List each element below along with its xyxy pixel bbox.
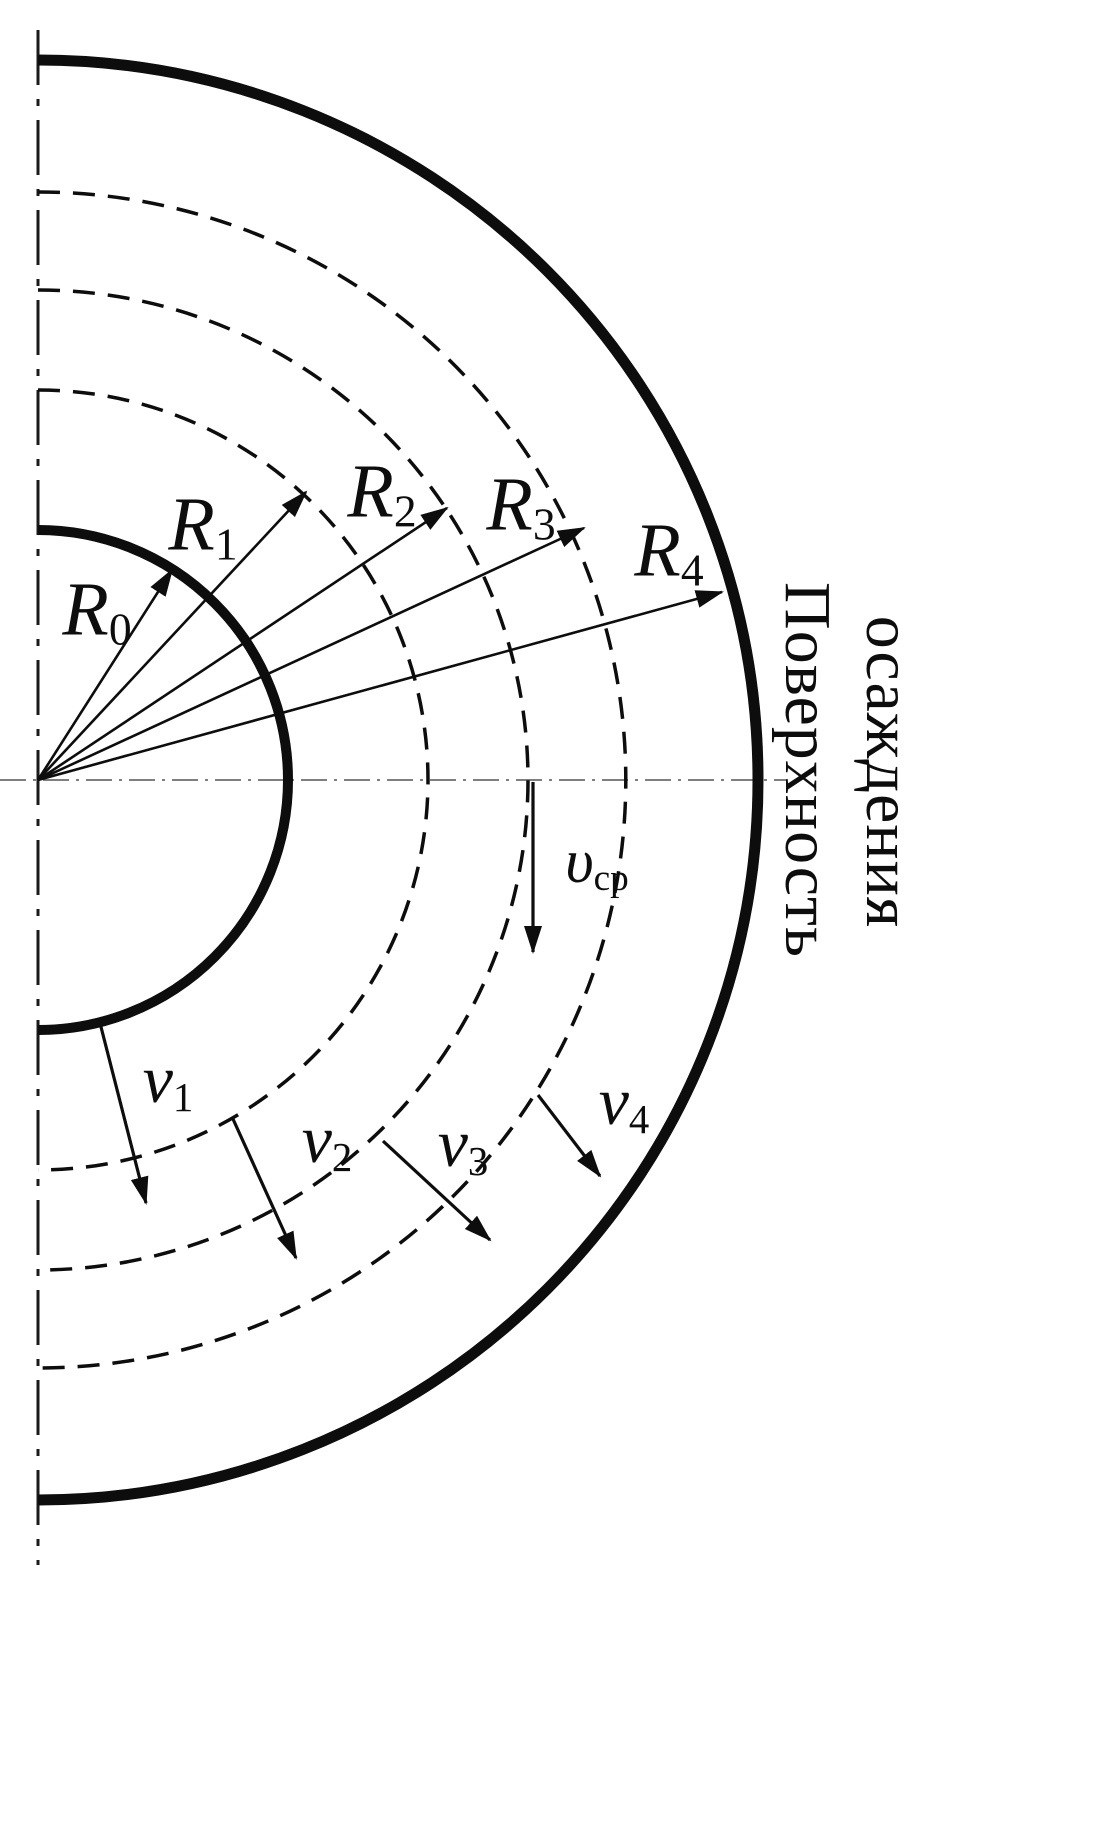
label-v-avg-sub: ср (593, 857, 629, 899)
label-r3-base: R (486, 462, 533, 547)
label-r1: R1 (168, 487, 237, 568)
label-r0-base: R (62, 567, 109, 652)
velocity-arrow-v2 (231, 1118, 298, 1260)
label-v2-sub: 2 (331, 1135, 353, 1181)
label-r3-sub: 3 (532, 498, 556, 550)
label-r2-sub: 2 (393, 485, 417, 537)
label-v4-base: ν (598, 1063, 629, 1140)
label-r1-base: R (168, 482, 215, 567)
label-r4-base: R (634, 508, 681, 593)
radius-arrow-r0 (36, 568, 174, 781)
label-v3-base: ν (437, 1105, 468, 1182)
label-r0: R0 (62, 572, 131, 653)
label-r1-sub: 1 (214, 518, 238, 570)
label-r4: R4 (634, 513, 703, 594)
label-v3-sub: 3 (467, 1139, 489, 1185)
label-r0-sub: 0 (108, 603, 132, 655)
label-r2-base: R (347, 449, 394, 534)
side-caption-line1: Поверхность (771, 582, 844, 958)
side-caption-line2: осаждения (852, 615, 925, 929)
velocity-arrow-v1 (98, 1022, 149, 1205)
velocity-arrow-v4 (536, 1094, 602, 1178)
label-v-avg-base: υ (565, 827, 594, 896)
radius-arrow-r2 (37, 506, 449, 782)
radius-arrow-r4 (37, 590, 724, 782)
label-v1: ν1 (143, 1045, 194, 1119)
radius-arrow-r1 (37, 490, 308, 781)
dashed-semicircle-r3 (37, 190, 628, 1370)
label-v2: ν2 (302, 1105, 353, 1179)
label-v3: ν3 (438, 1109, 489, 1183)
label-r4-sub: 4 (680, 544, 704, 596)
velocity-arrow-v3 (381, 1139, 492, 1242)
radius-arrow-r3 (37, 526, 586, 782)
label-r3: R3 (486, 467, 555, 548)
label-v1-base: ν (142, 1041, 173, 1118)
inner-solid-semicircle-r0 (37, 525, 293, 1035)
outer-solid-semicircle-r4 (37, 54, 764, 1506)
label-v4-sub: 4 (628, 1097, 650, 1143)
dashed-semicircle-r1 (37, 388, 430, 1172)
label-v2-base: ν (301, 1101, 332, 1178)
label-v1-sub: 1 (172, 1075, 194, 1121)
label-v4: ν4 (599, 1067, 650, 1141)
label-r2: R2 (347, 454, 416, 535)
label-v-avg: υср (565, 831, 629, 897)
